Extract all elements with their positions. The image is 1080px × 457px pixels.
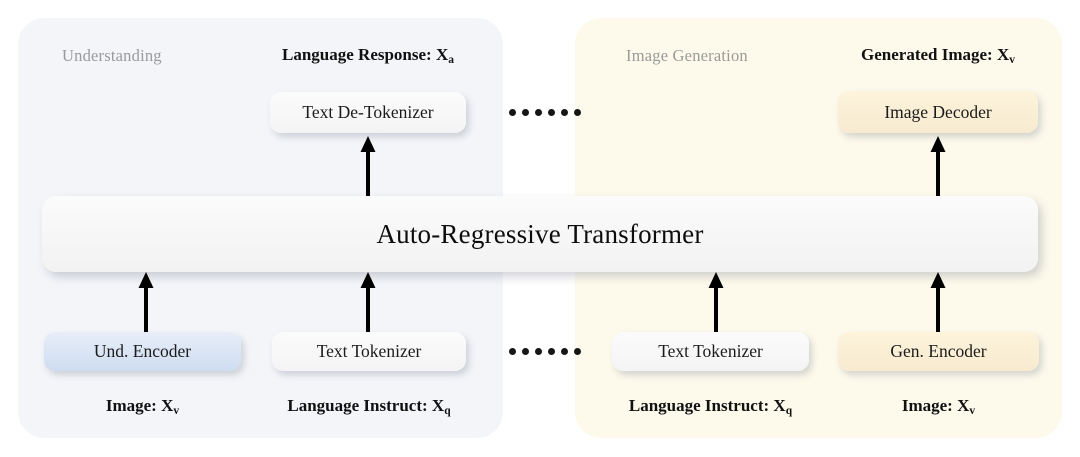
auto-regressive-transformer-block[interactable]: Auto-Regressive Transformer — [42, 196, 1038, 272]
top-ellipsis-separator — [509, 109, 581, 116]
language-instruct-subscript-right: q — [785, 405, 793, 417]
arrow-up-from-text-tokenizer-left — [360, 272, 376, 334]
bottom-ellipsis-separator — [509, 348, 581, 355]
understanding-caption: Understanding — [62, 46, 162, 65]
language-instruct-label-right: Language Instruct: Xq — [612, 396, 809, 417]
arrow-up-from-und-encoder — [138, 272, 154, 334]
image-input-subscript-right: v — [969, 405, 976, 417]
arrow-up-from-text-tokenizer-right — [708, 272, 724, 334]
module-text-tokenizer-right[interactable]: Text Tokenizer — [612, 332, 809, 371]
language-instruct-text-right: Language Instruct: X — [628, 396, 786, 415]
image-input-subscript-left: v — [173, 405, 180, 417]
language-instruct-subscript-left: q — [444, 405, 451, 417]
arrow-up-to-text-de-tokenizer — [360, 136, 376, 198]
generated-image-text: Generated Image: X — [861, 45, 1010, 64]
auto-regressive-transformer-label: Auto-Regressive Transformer — [376, 218, 704, 249]
image-input-text-right: Image: X — [901, 396, 970, 415]
language-instruct-label-left: Language Instruct: Xq — [272, 396, 466, 417]
module-image-decoder[interactable]: Image Decoder — [838, 91, 1038, 133]
generated-image-subscript: v — [1009, 54, 1015, 66]
arrow-up-to-image-decoder — [930, 136, 946, 198]
language-instruct-text-left: Language Instruct: X — [287, 396, 445, 415]
image-generation-caption: Image Generation — [626, 46, 748, 65]
module-gen-encoder[interactable]: Gen. Encoder — [838, 332, 1039, 371]
language-response-label: Language Response: Xa — [268, 45, 468, 66]
module-text-tokenizer-left[interactable]: Text Tokenizer — [272, 332, 466, 371]
language-response-subscript: a — [448, 54, 454, 66]
module-und-encoder[interactable]: Und. Encoder — [44, 332, 241, 371]
language-response-text: Language Response: X — [282, 45, 449, 64]
module-text-de-tokenizer[interactable]: Text De-Tokenizer — [270, 92, 466, 133]
generated-image-label: Generated Image: Xv — [838, 45, 1038, 66]
image-input-label-left: Image: Xv — [44, 396, 241, 417]
image-input-text-left: Image: X — [105, 396, 174, 415]
arrow-up-from-gen-encoder — [930, 272, 946, 334]
image-input-label-right: Image: Xv — [838, 396, 1039, 417]
